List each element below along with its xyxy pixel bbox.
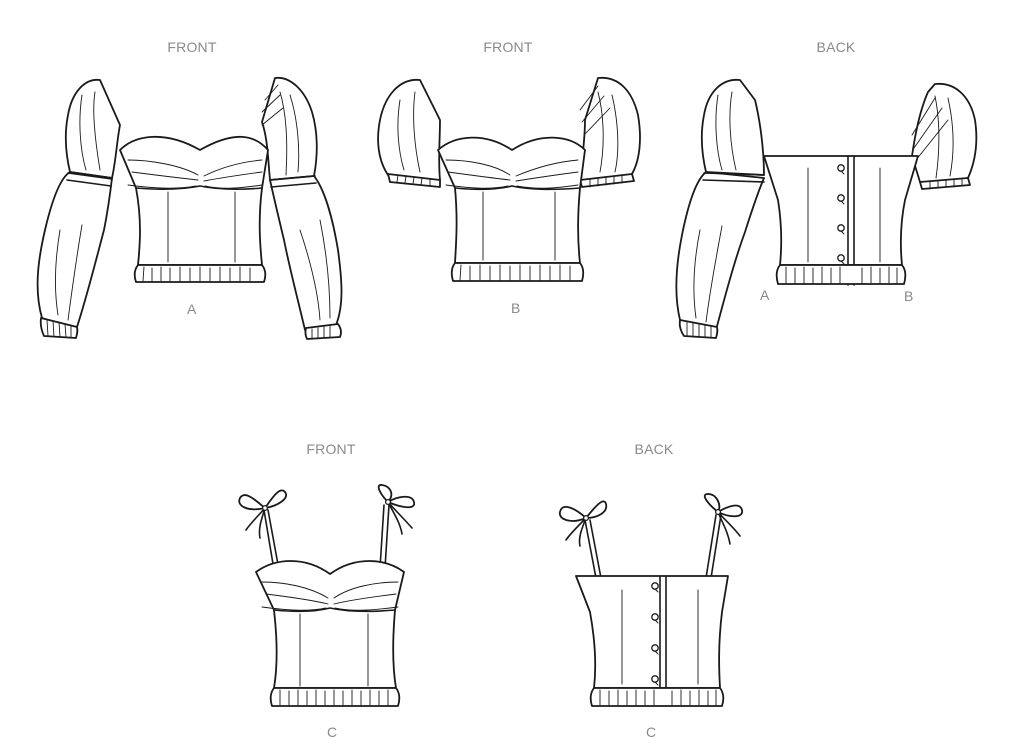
view-title-c-front: FRONT (306, 441, 356, 457)
ab-back-long-sleeve (675, 79, 765, 339)
view-a-front-drawing (36, 77, 343, 340)
view-ab-back-drawing (675, 79, 978, 339)
view-title-b-front: FRONT (483, 39, 533, 55)
a-front-bodice (119, 135, 269, 283)
view-title-a-front: FRONT (167, 39, 217, 55)
c-front-bodice (255, 560, 405, 707)
b-front-left-sleeve (377, 79, 441, 188)
ab-back-bodice (763, 155, 919, 286)
c-front-ties (238, 484, 415, 571)
view-letter-c-front: C (327, 724, 338, 740)
view-letter-c-back: C (646, 724, 657, 740)
a-front-left-sleeve (36, 79, 121, 339)
view-b-front-drawing (377, 77, 641, 282)
view-c-front-drawing (238, 484, 415, 707)
view-letter-a: A (187, 301, 197, 317)
ab-back-short-sleeve (911, 83, 978, 190)
c-back-ties (559, 493, 743, 579)
a-front-right-sleeve (261, 77, 343, 340)
b-front-bodice (437, 136, 586, 282)
view-letter-back-a: A (760, 287, 770, 303)
c-back-bodice (575, 575, 729, 707)
view-letter-b: B (511, 300, 521, 316)
view-title-ab-back: BACK (816, 39, 856, 55)
view-title-c-back: BACK (634, 441, 674, 457)
b-front-right-sleeve (579, 77, 641, 188)
view-c-back-drawing (559, 493, 743, 707)
view-letter-back-b: B (904, 288, 914, 304)
